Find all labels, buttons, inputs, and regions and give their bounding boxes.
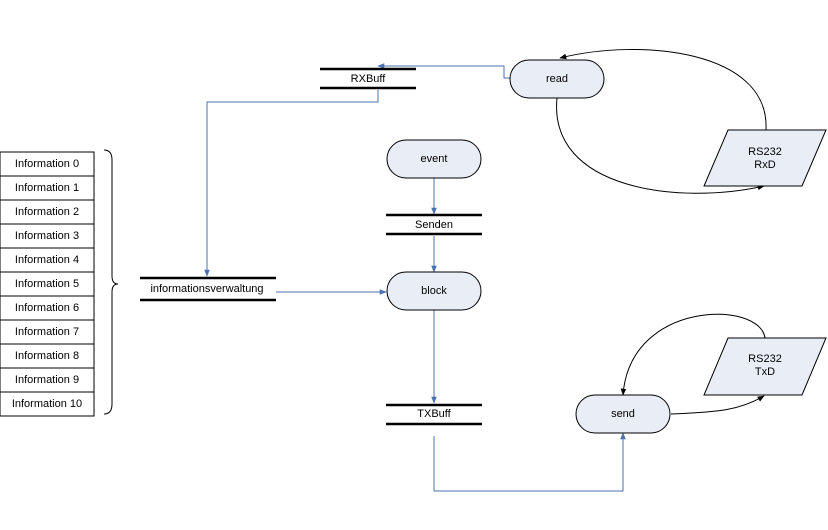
io-rs232-txd: RS232 TxD	[703, 337, 827, 396]
curve-read-to-rxd	[556, 97, 765, 194]
process-block: block	[386, 271, 482, 311]
information-row-label: Information 6	[15, 302, 79, 314]
information-row: Information 2	[0, 199, 95, 225]
information-row-label: Information 9	[15, 374, 79, 386]
process-event-label: event	[421, 153, 448, 165]
process-send: send	[575, 394, 671, 434]
io-rxd-line1: RS232	[748, 146, 782, 158]
information-row: Information 1	[0, 175, 95, 201]
information-row-label: Information 8	[15, 350, 79, 362]
information-row: Information 10	[0, 391, 95, 417]
process-block-label: block	[421, 285, 447, 297]
io-txd-line2: TxD	[755, 366, 775, 378]
curve-txd-to-send	[620, 313, 766, 396]
information-row: Information 9	[0, 367, 95, 393]
store-informationsverwaltung: informationsverwaltung	[140, 276, 276, 302]
information-row-label: Information 10	[12, 398, 82, 410]
information-row-label: Information 0	[15, 158, 79, 170]
store-txbuff-label: TXBuff	[417, 408, 451, 420]
information-row-label: Information 5	[15, 278, 79, 290]
information-row-label: Information 1	[15, 182, 79, 194]
information-row-label: Information 4	[15, 254, 79, 266]
information-row: Information 4	[0, 247, 95, 273]
store-senden: Senden	[386, 213, 482, 236]
store-rxbuff: RXBuff	[320, 67, 416, 90]
information-row-label: Information 2	[15, 206, 79, 218]
store-txbuff: TXBuff	[386, 403, 482, 426]
io-rxd-line2: RxD	[754, 159, 775, 171]
store-informationsverwaltung-label: informationsverwaltung	[150, 283, 263, 295]
io-txd-line1: RS232	[748, 353, 782, 365]
store-senden-label: Senden	[415, 219, 453, 231]
information-row: Information 0	[0, 151, 95, 177]
information-row: Information 3	[0, 223, 95, 249]
io-rs232-rxd: RS232 RxD	[703, 129, 827, 187]
flow-rxbuff-to-informationsverwaltung	[204, 90, 379, 277]
flow-read-to-rxbuff	[377, 63, 510, 79]
information-row: Information 7	[0, 319, 95, 345]
curve-send-to-txd	[670, 395, 765, 415]
information-row-label: Information 7	[15, 326, 79, 338]
information-row-label: Information 3	[15, 230, 79, 242]
curve-rxd-to-read	[559, 49, 767, 131]
information-row: Information 6	[0, 295, 95, 321]
process-send-label: send	[611, 408, 635, 420]
list-brace	[103, 149, 119, 415]
information-list: Information 0 Information 1 Information 2 I…	[0, 151, 95, 417]
process-read: read	[509, 59, 605, 99]
flow-txbuff-to-send	[433, 432, 626, 492]
information-row: Information 5	[0, 271, 95, 297]
process-read-label: read	[546, 73, 568, 85]
information-row: Information 8	[0, 343, 95, 369]
process-event: event	[386, 139, 482, 179]
store-rxbuff-label: RXBuff	[351, 73, 387, 85]
